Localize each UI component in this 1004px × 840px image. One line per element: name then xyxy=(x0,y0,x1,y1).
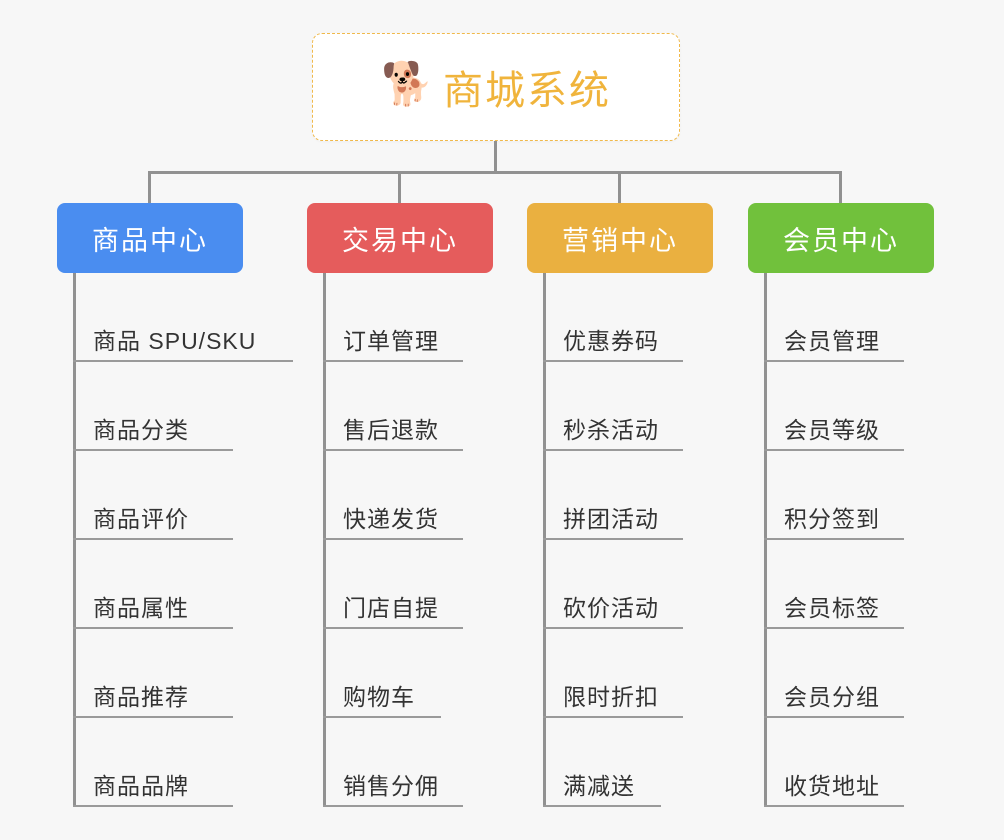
leaf-label: 商品评价 xyxy=(93,506,189,532)
category-title: 商品中心 xyxy=(92,225,208,256)
leaf-item[interactable]: 优惠券码 xyxy=(543,273,683,362)
leaf-item[interactable]: 商品 SPU/SKU xyxy=(73,273,293,362)
leaf-label: 商品推荐 xyxy=(93,684,189,710)
leaf-item[interactable]: 会员等级 xyxy=(764,362,904,451)
connector-root-stem xyxy=(494,141,497,173)
leaf-label: 会员分组 xyxy=(784,684,880,710)
leaf-label: 会员等级 xyxy=(784,417,880,443)
column-product-center: 商品中心 商品 SPU/SKU 商品分类 商品评价 商品属性 商品推荐 商品品牌 xyxy=(57,203,293,807)
column-trunk-line xyxy=(764,273,767,807)
leaf-list-marketing-center: 优惠券码 秒杀活动 拼团活动 砍价活动 限时折扣 满减送 xyxy=(527,273,713,807)
leaf-label: 快递发货 xyxy=(343,506,439,532)
column-trunk-line xyxy=(73,273,76,807)
leaf-label: 收货地址 xyxy=(784,773,880,799)
leaf-label: 商品分类 xyxy=(93,417,189,443)
leaf-item[interactable]: 秒杀活动 xyxy=(543,362,683,451)
leaf-item[interactable]: 会员管理 xyxy=(764,273,904,362)
column-trade-center: 交易中心 订单管理 售后退款 快递发货 门店自提 购物车 销售分佣 xyxy=(307,203,493,807)
leaf-item[interactable]: 订单管理 xyxy=(323,273,463,362)
leaf-list-trade-center: 订单管理 售后退款 快递发货 门店自提 购物车 销售分佣 xyxy=(307,273,493,807)
category-header-trade-center[interactable]: 交易中心 xyxy=(307,203,493,273)
leaf-item[interactable]: 会员标签 xyxy=(764,540,904,629)
leaf-item[interactable]: 快递发货 xyxy=(323,451,463,540)
leaf-label: 商品 SPU/SKU xyxy=(93,328,257,354)
leaf-item[interactable]: 会员分组 xyxy=(764,629,904,718)
leaf-item[interactable]: 拼团活动 xyxy=(543,451,683,540)
leaf-item[interactable]: 售后退款 xyxy=(323,362,463,451)
leaf-label: 门店自提 xyxy=(343,595,439,621)
leaf-item[interactable]: 限时折扣 xyxy=(543,629,683,718)
leaf-item[interactable]: 商品品牌 xyxy=(73,718,233,807)
leaf-item[interactable]: 商品评价 xyxy=(73,451,233,540)
leaf-item[interactable]: 商品属性 xyxy=(73,540,233,629)
leaf-label: 商品品牌 xyxy=(93,773,189,799)
leaf-list-member-center: 会员管理 会员等级 积分签到 会员标签 会员分组 收货地址 xyxy=(748,273,934,807)
category-title: 会员中心 xyxy=(783,225,899,256)
leaf-label: 秒杀活动 xyxy=(563,417,659,443)
leaf-item[interactable]: 商品分类 xyxy=(73,362,233,451)
leaf-item[interactable]: 收货地址 xyxy=(764,718,904,807)
column-marketing-center: 营销中心 优惠券码 秒杀活动 拼团活动 砍价活动 限时折扣 满减送 xyxy=(527,203,713,807)
category-title: 营销中心 xyxy=(562,225,678,256)
category-header-product-center[interactable]: 商品中心 xyxy=(57,203,243,273)
leaf-label: 会员管理 xyxy=(784,328,880,354)
column-trunk-line xyxy=(543,273,546,807)
connector-drop-product-center xyxy=(148,171,151,205)
leaf-label: 拼团活动 xyxy=(563,506,659,532)
leaf-item[interactable]: 砍价活动 xyxy=(543,540,683,629)
leaf-item[interactable]: 购物车 xyxy=(323,629,441,718)
connector-horizontal-bus xyxy=(148,171,842,174)
leaf-label: 砍价活动 xyxy=(563,595,659,621)
root-title: 商城系统 xyxy=(443,69,611,113)
shiba-dog-face-icon: 🐕 xyxy=(381,60,434,107)
root-node[interactable]: 🐕 商城系统 xyxy=(312,33,680,141)
leaf-label: 限时折扣 xyxy=(563,684,659,710)
connector-drop-trade-center xyxy=(398,171,401,205)
leaf-label: 售后退款 xyxy=(343,417,439,443)
leaf-label: 销售分佣 xyxy=(343,773,439,799)
category-title: 交易中心 xyxy=(342,225,458,256)
category-header-member-center[interactable]: 会员中心 xyxy=(748,203,934,273)
leaf-item[interactable]: 门店自提 xyxy=(323,540,463,629)
leaf-list-product-center: 商品 SPU/SKU 商品分类 商品评价 商品属性 商品推荐 商品品牌 xyxy=(57,273,293,807)
connector-drop-marketing-center xyxy=(618,171,621,205)
connector-drop-member-center xyxy=(839,171,842,205)
leaf-label: 优惠券码 xyxy=(563,328,659,354)
leaf-label: 订单管理 xyxy=(343,328,439,354)
leaf-label: 购物车 xyxy=(343,684,415,710)
leaf-label: 会员标签 xyxy=(784,595,880,621)
leaf-item[interactable]: 积分签到 xyxy=(764,451,904,540)
leaf-label: 积分签到 xyxy=(784,506,880,532)
leaf-item[interactable]: 满减送 xyxy=(543,718,661,807)
column-member-center: 会员中心 会员管理 会员等级 积分签到 会员标签 会员分组 收货地址 xyxy=(748,203,934,807)
category-header-marketing-center[interactable]: 营销中心 xyxy=(527,203,713,273)
column-trunk-line xyxy=(323,273,326,807)
leaf-label: 商品属性 xyxy=(93,595,189,621)
leaf-item[interactable]: 商品推荐 xyxy=(73,629,233,718)
leaf-item[interactable]: 销售分佣 xyxy=(323,718,463,807)
leaf-label: 满减送 xyxy=(563,773,635,799)
